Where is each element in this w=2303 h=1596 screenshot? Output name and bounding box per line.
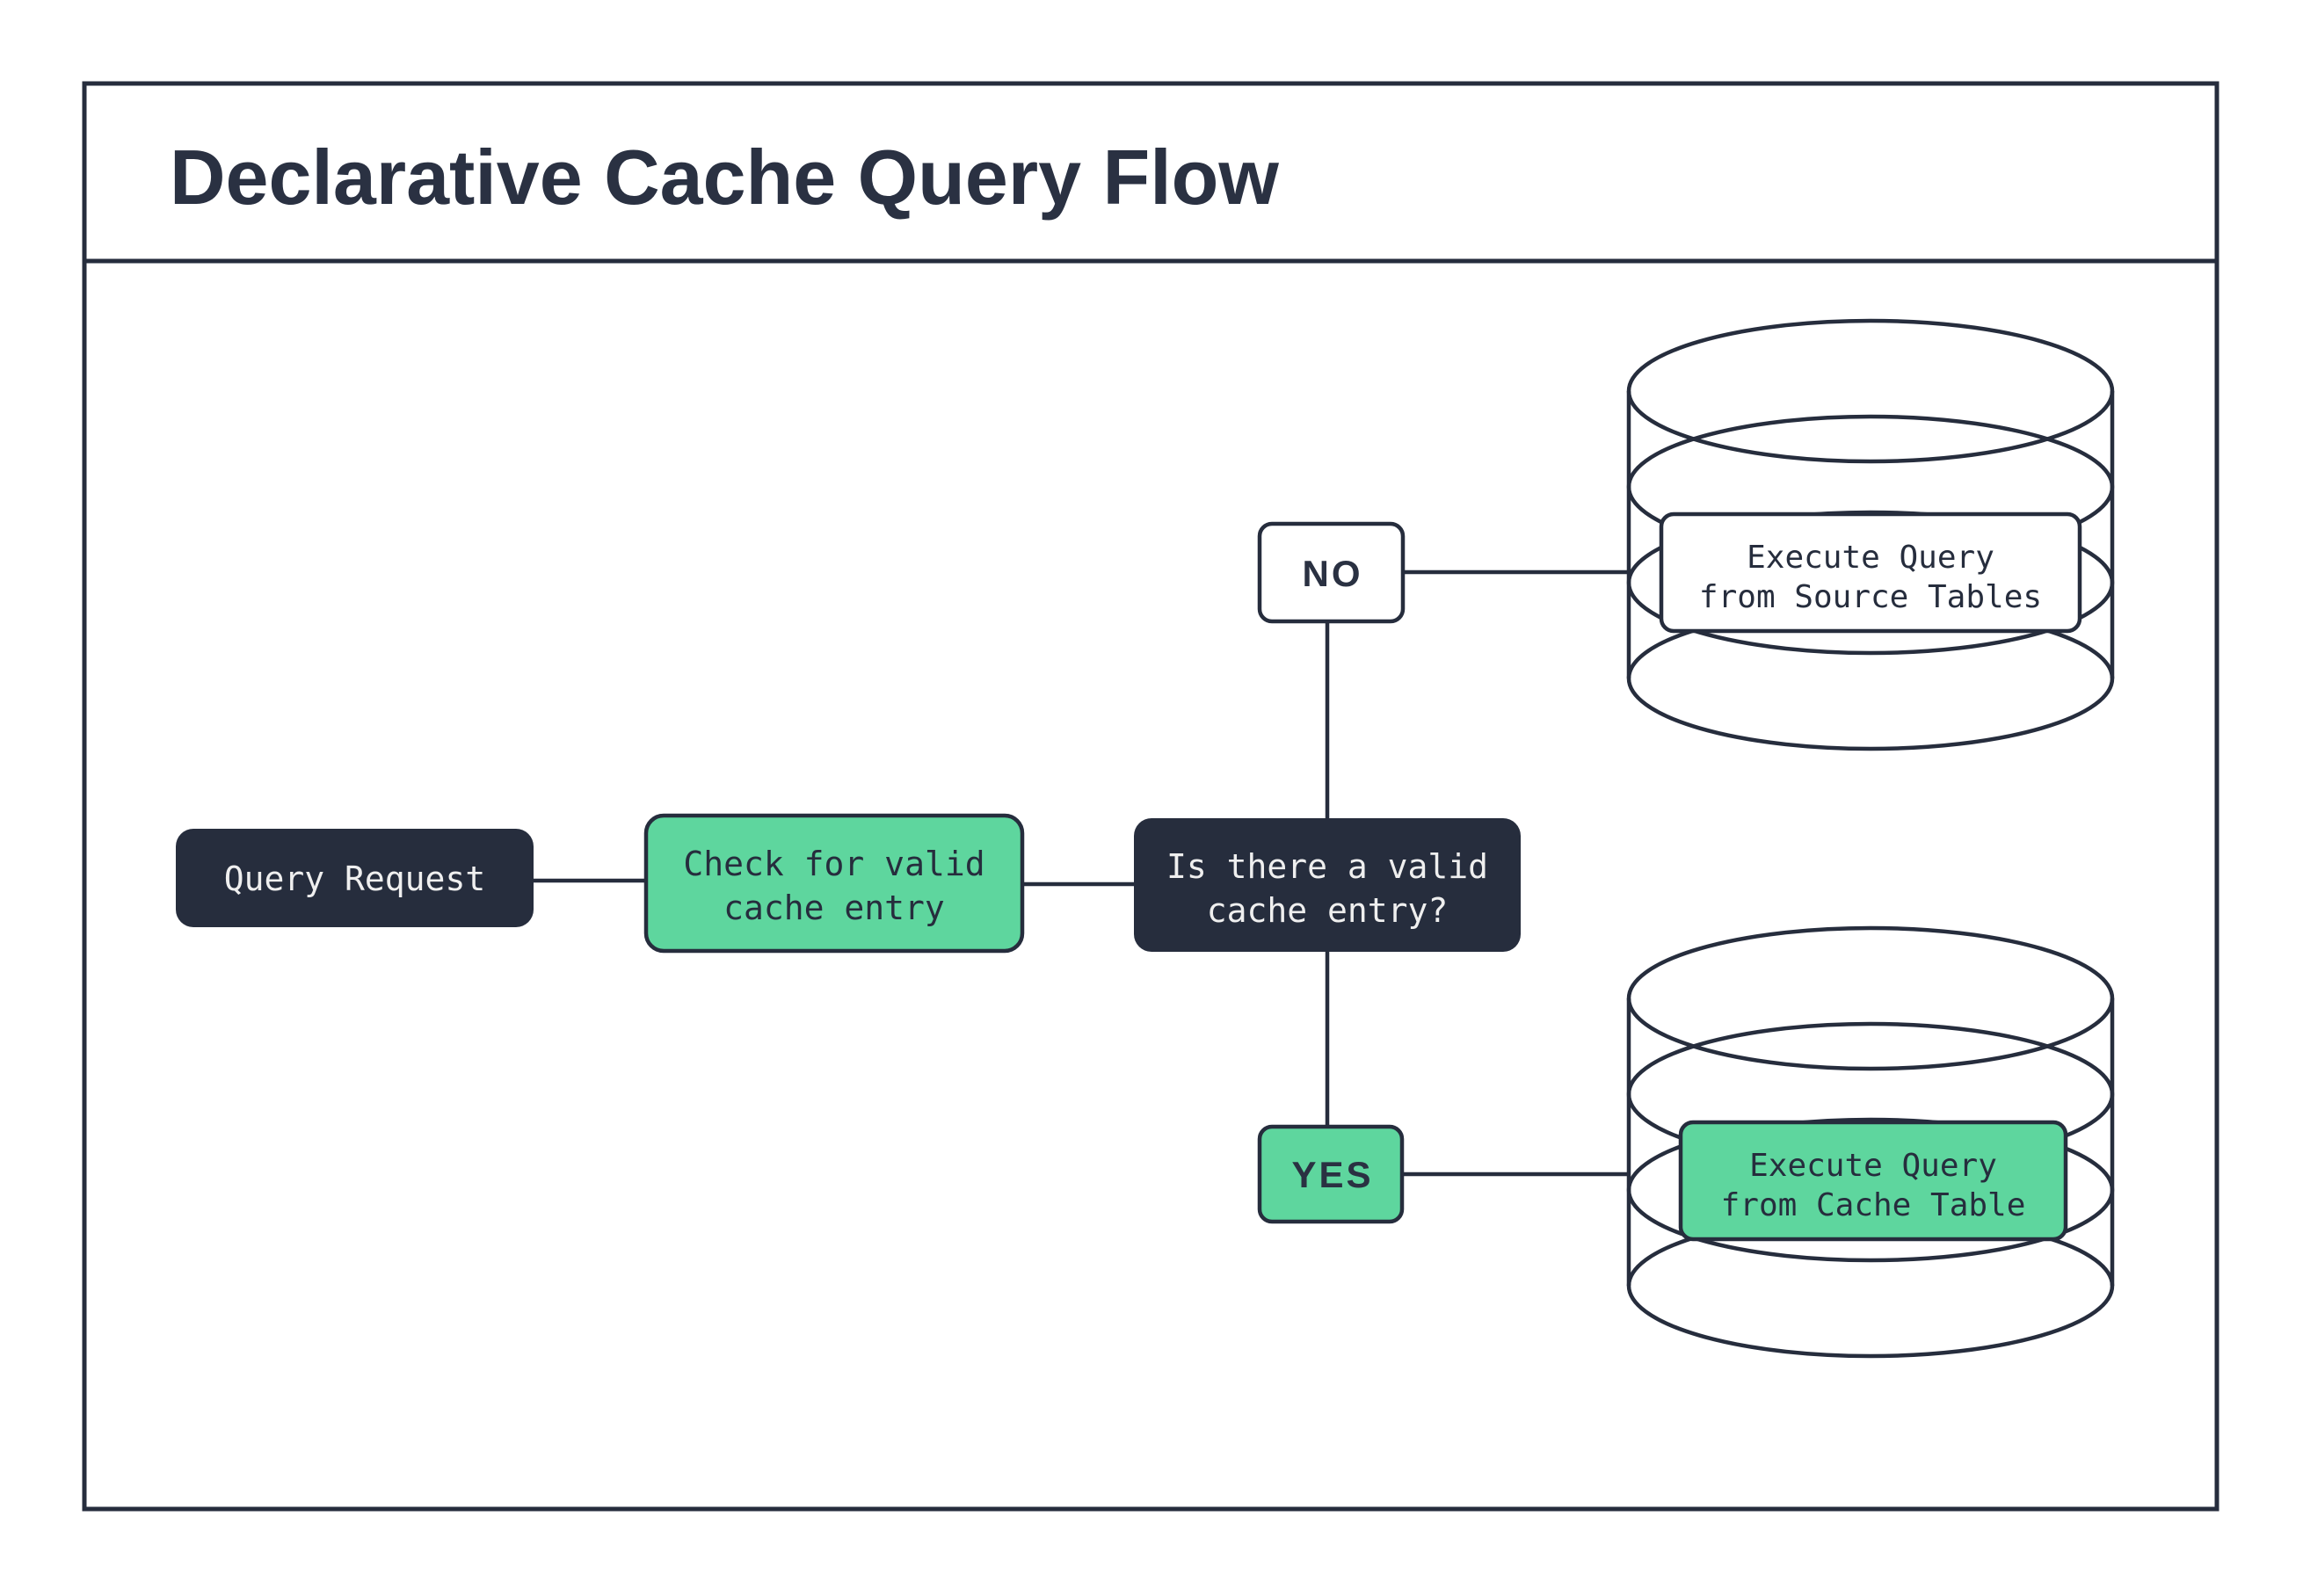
source-db-action-node: Execute Query from Source Tables	[1659, 511, 2082, 634]
source-db-action-line2: from Source Tables	[1699, 579, 2042, 615]
page-title: Declarative Cache Query Flow	[170, 134, 1279, 221]
decision-label-line2: cache entry?	[1207, 891, 1449, 930]
cache-db-action-box	[1678, 1120, 2068, 1242]
check-cache-node: Check for valid cache entry	[643, 813, 1025, 954]
branch-no-node: NO	[1257, 521, 1406, 624]
source-cylinder-disk-1	[1626, 318, 2115, 464]
check-cache-label-line2: cache entry	[723, 889, 945, 927]
query-request-box	[176, 829, 534, 927]
branch-no-label: NO	[1303, 553, 1363, 594]
source-db-action-line1: Execute Query	[1747, 540, 1994, 576]
decision-label-line1: Is there a valid	[1166, 847, 1488, 886]
branch-yes-node: YES	[1257, 1124, 1405, 1224]
cache-db-action-node: Execute Query from Cache Table	[1678, 1120, 2068, 1242]
branch-yes-label: YES	[1291, 1154, 1373, 1195]
decision-box	[1134, 818, 1521, 952]
query-request-label: Query Request	[224, 860, 485, 898]
check-cache-label-line1: Check for valid	[683, 845, 984, 883]
decision-node: Is there a valid cache entry?	[1134, 818, 1521, 952]
cache-cylinder-disk-3	[1626, 1117, 2115, 1263]
check-cache-box	[643, 813, 1025, 954]
cache-db-action-line2: from Cache Table	[1721, 1187, 2026, 1223]
source-db-action-box	[1659, 511, 2082, 634]
branch-no-box	[1257, 521, 1406, 624]
branch-yes-box	[1257, 1124, 1405, 1224]
query-request-node: Query Request	[176, 829, 534, 927]
cache-cylinder-disk-1	[1626, 925, 2115, 1071]
outer-frame	[82, 81, 2219, 1512]
cache-db-action-line1: Execute Query	[1749, 1148, 1997, 1184]
